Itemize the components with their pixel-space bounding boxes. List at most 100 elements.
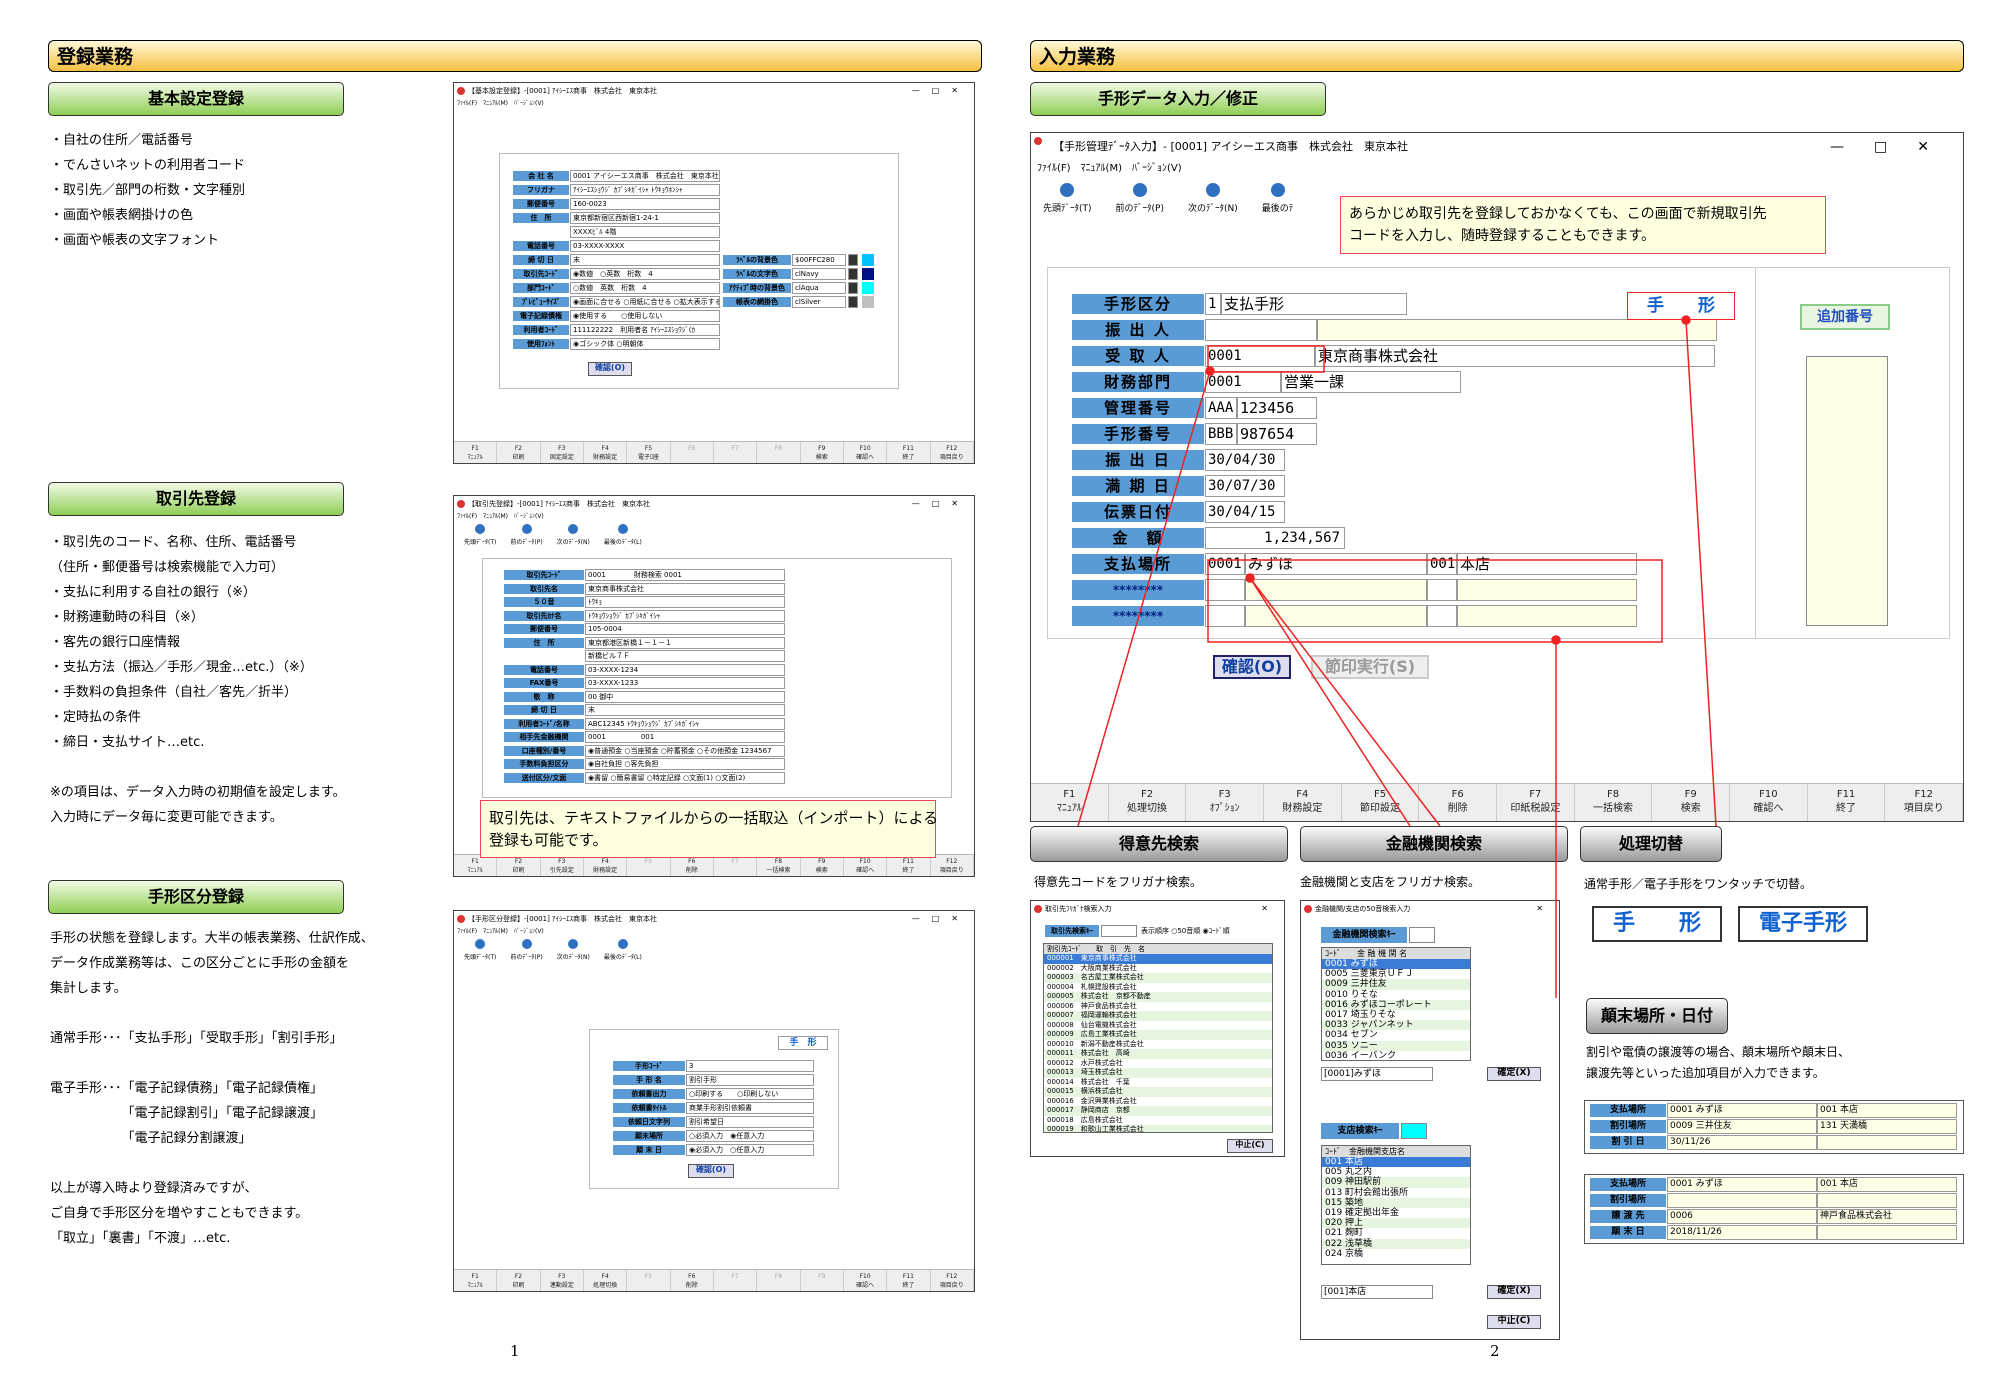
function-key-f4[interactable]: F4 財務設定 [584,855,628,876]
palette-icon[interactable] [848,254,858,266]
field-value[interactable]: 東京商事株式会社 [585,582,785,595]
function-key-f5[interactable]: F5 電子ﾛ座 [627,442,671,463]
color-value[interactable]: clSilver [792,296,846,308]
menu-bar[interactable]: ﾌｧｲﾙ(F) ﾏﾆｭｱﾙ(M) ﾊﾞｰｼﾞｮﾝ(V) [457,100,544,107]
function-key-f1[interactable]: F1 ﾏﾆｭｱﾙ [1031,784,1109,821]
branch-confirm-button[interactable]: 確定(X) [1487,1285,1541,1299]
mini-value2[interactable]: 神戸食品株式会社 [1817,1209,1957,1224]
field-value[interactable]: 03-XXXX-XXXX [570,240,720,252]
seal-button[interactable]: 節印実行(S) [1311,655,1429,679]
tegata-field-code[interactable]: 30/07/30 [1205,475,1285,497]
masked-field-value[interactable] [1245,579,1427,601]
field-value[interactable]: 東京都新宿区西新宿1-24-1 [570,212,720,224]
tegata-field-name[interactable]: みずほ [1245,553,1427,575]
list-item[interactable]: 000018 広島株式会社 [1047,1115,1123,1124]
list-item[interactable]: 022 浅草橋 [1322,1238,1470,1249]
nav-button[interactable]: 先頭ﾃﾞｰﾀ(T) [464,524,496,546]
tegata-field-name[interactable]: 123456 [1237,397,1317,419]
field-value[interactable]: ◉普通預金 ○当座預金 ○貯蓄預金 ○その他預金 1234567 [585,744,785,757]
field-value[interactable]: 0001 財務検索 0001 [585,569,785,581]
electronic-tegata-toggle[interactable]: 電子手形 [1738,906,1868,942]
display-order[interactable]: 表示順序 ○50音順 ◉ｺｰﾄﾞ順 [1141,927,1230,935]
field-value[interactable]: ○数値 英数 桁数 4 [570,282,720,294]
nav-button[interactable]: 先頭ﾃﾞｰﾀ(T) [1043,183,1092,217]
menu-bar[interactable]: ﾌｧｲﾙ(F) ﾏﾆｭｱﾙ(M) ﾊﾞｰｼﾞｮﾝ(V) [457,513,544,520]
tegata-field-code[interactable]: 30/04/30 [1205,449,1285,471]
function-key-f9[interactable]: F9 検索 [1652,784,1731,821]
nav-button[interactable]: 最後のﾃ [1262,183,1293,217]
list-item[interactable]: 000010 新潟不動産株式会社 [1047,1039,1144,1048]
color-value[interactable]: clAqua [792,282,846,294]
list-item[interactable]: 0016 みずほコーポレート [1322,999,1470,1011]
field-value[interactable]: XXXXﾋﾞﾙ 4階 [570,226,720,238]
mini-value[interactable] [1667,1193,1817,1208]
function-key-f9[interactable]: F9 検索 [801,442,844,463]
color-value[interactable]: $00FFC280 [792,254,846,266]
list-item[interactable]: 019 確定拠出年金 [1325,1208,1400,1219]
list-item[interactable]: 000013 埼玉株式会社 [1044,1068,1272,1078]
function-key-f5[interactable]: F5 節印設定 [1342,784,1420,821]
function-key-f6[interactable]: F6 削除 [671,1270,714,1291]
function-key-f2[interactable]: F2 印刷 [497,855,541,876]
list-item[interactable]: 000004 札幌建設株式会社 [1047,982,1137,991]
field-value[interactable]: 0001 アイシーエス商事 株式会社 東京本社 [570,170,720,182]
function-key-f2[interactable]: F2 処理切換 [1109,784,1187,821]
field-value[interactable]: 末 [570,254,720,266]
color-value[interactable]: clNavy [792,268,846,280]
tegata-field-code[interactable]: 0001 [1205,553,1245,575]
extra-number-list[interactable] [1806,356,1888,626]
bank-value[interactable]: [0001]みずほ [1321,1067,1433,1081]
list-item[interactable]: 0009 三井住友 [1322,979,1470,990]
list-item[interactable]: 013 町村会館出張所 [1325,1187,1409,1198]
function-key-f5[interactable]: F5 [627,855,671,876]
function-key-f10[interactable]: F10 確認へ [844,855,888,876]
field-value[interactable]: 新橋ビル７Ｆ [585,650,785,662]
function-key-f6[interactable]: F6 削除 [671,855,714,876]
field-value[interactable]: 商業手形割引依頼書 [686,1102,814,1114]
function-key-f1[interactable]: F1 ﾏﾆｭｱﾙ [454,442,498,463]
field-value[interactable]: ﾄｳｷｮ [585,596,785,608]
list-item[interactable]: 000003 名古屋工業株式会社 [1044,973,1272,983]
field-value[interactable]: 3 [686,1060,814,1072]
function-key-f9[interactable]: F9 検索 [801,855,844,876]
nav-button[interactable]: 次のﾃﾞｰﾀ(N) [557,939,590,961]
function-key-f10[interactable]: F10 確認へ [844,442,888,463]
customer-key-input[interactable] [1101,925,1137,937]
nav-button[interactable]: 最後のﾃﾞｰﾀ(L) [604,524,642,546]
tegata-field-code[interactable]: 30/04/15 [1205,501,1285,523]
close-icon[interactable]: ✕ [1261,904,1280,913]
function-key-f8[interactable]: F8 一括検索 [757,855,801,876]
list-item[interactable]: 000002 大阪商業株式会社 [1047,963,1137,972]
menu-bar[interactable]: ﾌｧｲﾙ(F) ﾏﾆｭｱﾙ(M) ﾊﾞｰｼﾞｮﾝ(V) [457,928,544,935]
field-value[interactable]: 割引手形 [686,1074,814,1086]
function-key-f2[interactable]: F2 印刷 [497,1270,541,1291]
close-icon[interactable]: ✕ [1536,904,1555,913]
tegata-field-name[interactable]: 東京商事株式会社 [1315,345,1715,367]
list-item[interactable]: 000005 株式会社 京都不動産 [1044,992,1272,1002]
list-item[interactable]: 0034 セブン [1325,1030,1378,1041]
list-item[interactable]: 000017 静岡商店 京都 [1044,1106,1272,1116]
list-item[interactable]: 0010 りそな [1325,989,1378,1000]
list-item[interactable]: 000006 神戸食品株式会社 [1047,1001,1137,1010]
field-value[interactable]: 00 御中 [585,690,785,703]
field-value[interactable]: ｱｲｼｰｴｽｼｮｳｼﾞ ｶﾌﾞｼｷｶﾞｲｼｬ ﾄｳｷｮｳﾎﾝｼｬ [570,184,720,196]
palette-icon[interactable] [848,268,858,280]
mini-value2[interactable]: 001 本店 [1817,1103,1957,1118]
function-key-f9[interactable]: F9 [801,1270,844,1291]
function-key-f11[interactable]: F11 終了 [1808,784,1886,821]
field-value[interactable]: 111122222 利用者名 ｱｲｼｰｴｽｼｮｳｼﾞ(ｶ [570,324,720,336]
list-item[interactable]: 000019 和歌山工業株式会社 [1044,1125,1272,1132]
nav-button[interactable]: 前のﾃﾞｰﾀ(P) [1116,183,1164,217]
function-key-f3[interactable]: F3 固定設定 [541,442,584,463]
function-key-f8[interactable]: F8 [757,1270,801,1291]
mini-value[interactable]: 30/11/26 [1667,1135,1817,1150]
nav-button[interactable]: 次のﾃﾞｰﾀ(N) [1188,183,1238,217]
mini-value2[interactable]: 001 本店 [1817,1177,1957,1192]
list-item[interactable]: 000016 金沢興業株式会社 [1047,1096,1137,1105]
tegata-field-name[interactable]: 営業一課 [1281,371,1461,393]
list-item[interactable]: 0036 イーバンク [1325,1050,1397,1061]
function-key-f12[interactable]: F12 項目戻り [931,442,974,463]
normal-tegata-toggle[interactable]: 手 形 [1592,906,1722,942]
